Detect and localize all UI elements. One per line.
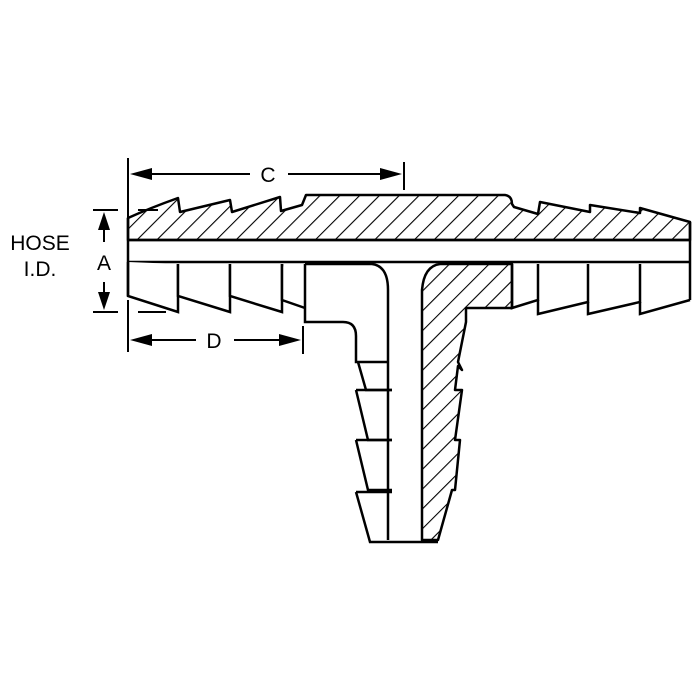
dimension-a <box>93 209 166 313</box>
hose-label-line1: HOSE <box>10 232 70 255</box>
top-wall-section <box>126 193 692 242</box>
dimension-c <box>127 158 405 218</box>
dim-d-label: D <box>206 330 221 353</box>
bore <box>128 222 692 300</box>
left-inner-wall <box>303 262 390 540</box>
hose-label-line2: I.D. <box>24 258 57 281</box>
dim-c-label: C <box>260 164 275 187</box>
left-barbs-lower <box>126 218 306 314</box>
dim-a-label: A <box>97 252 111 275</box>
stem-barbs-left <box>354 361 438 544</box>
dimension-d <box>127 300 304 354</box>
right-barbs-lower <box>510 264 691 316</box>
right-hatched-stem <box>420 262 514 542</box>
